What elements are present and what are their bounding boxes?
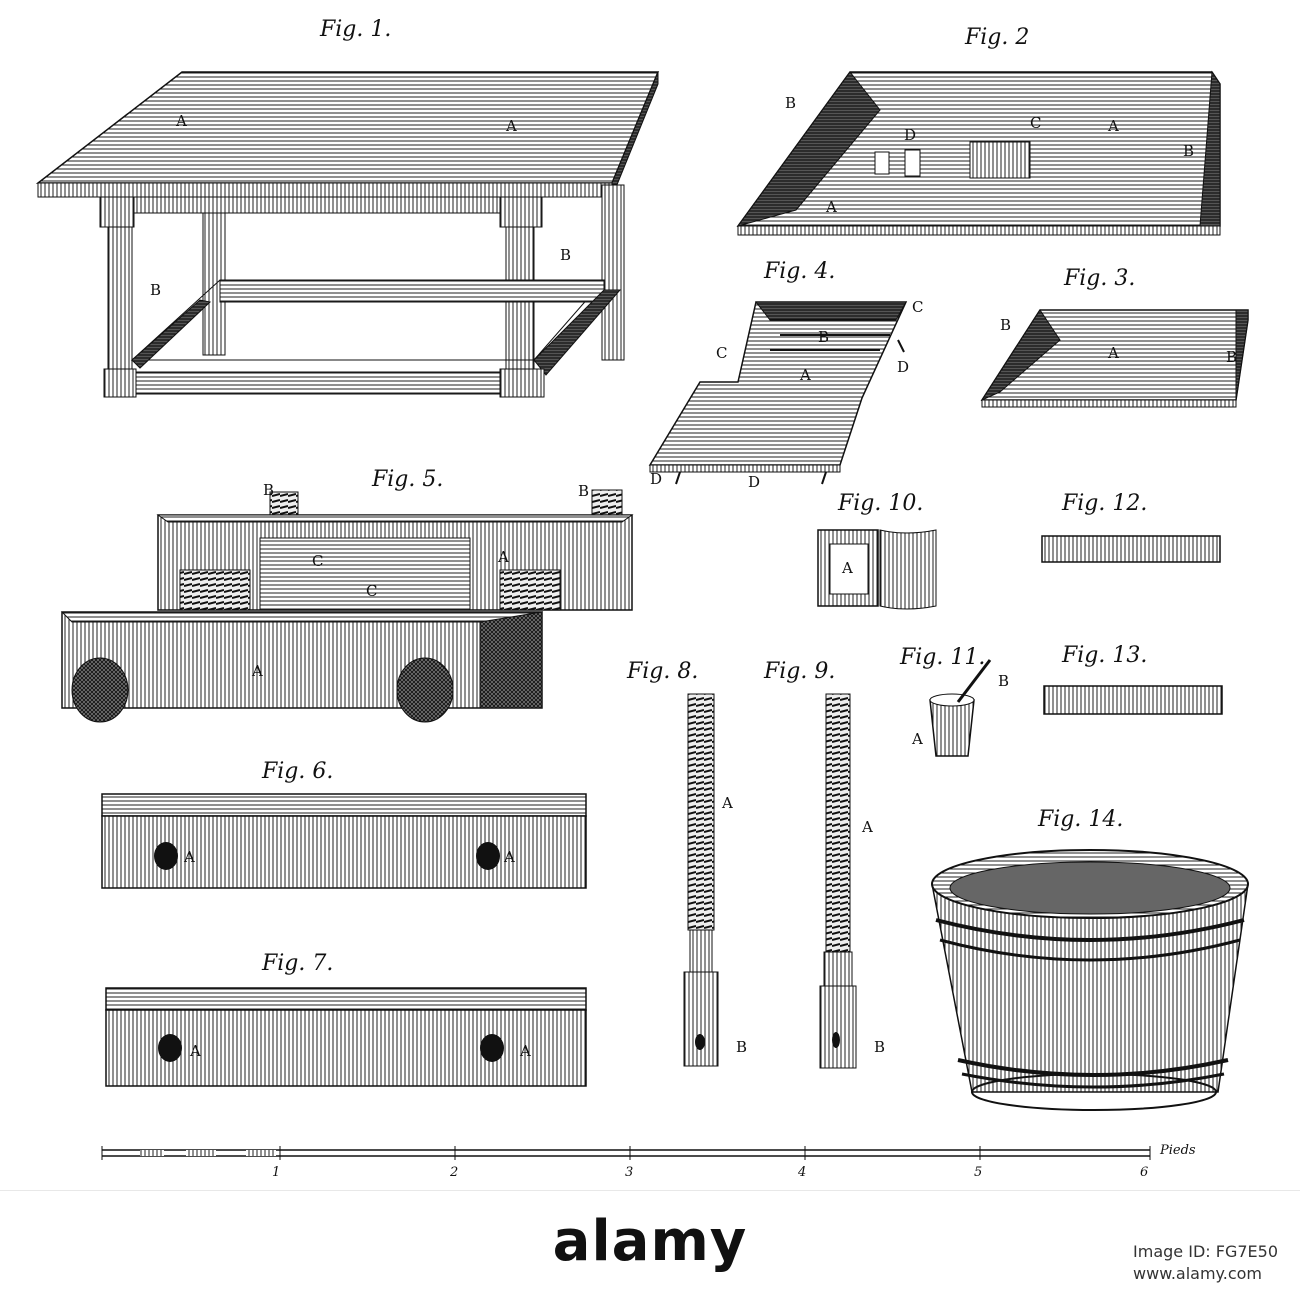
fig13-title: Fig. 13.: [1061, 643, 1147, 668]
fig3-title: Fig. 3.: [1063, 266, 1135, 291]
scale-tick-label: 3: [625, 1165, 633, 1180]
fig9-title: Fig. 9.: [763, 659, 835, 684]
fig5-press: Fig. 5. B B A C C A: [60, 467, 634, 723]
fig4-label: B: [818, 328, 829, 346]
fig4-label: A: [799, 366, 811, 384]
fig10-label: A: [841, 559, 853, 577]
fig2-label: B: [1183, 142, 1194, 160]
fig1-title: Fig. 1.: [319, 17, 391, 42]
fig5-label: A: [497, 548, 509, 566]
fig4-tray: Fig. 4. C C B A D D D: [648, 259, 923, 491]
fig1-label: B: [560, 246, 571, 264]
fig2-title: Fig. 2: [964, 25, 1029, 50]
fig8-screw: Fig. 8. A B: [626, 659, 747, 1067]
watermark-footer: alamy Image ID: FG7E50 www.alamy.com: [0, 1190, 1300, 1292]
fig2-label: B: [785, 94, 796, 112]
fig10-title: Fig. 10.: [837, 491, 923, 516]
fig5-label: A: [251, 662, 263, 680]
fig14-title: Fig. 14.: [1037, 807, 1123, 832]
fig6-label: A: [183, 848, 195, 866]
fig11-label: B: [998, 672, 1009, 690]
scale-tick-label: 5: [974, 1165, 982, 1180]
engraving-plate: Fig. 1. A A B B Fig. 2 B B A A: [35, 17, 1249, 1180]
fig8-label: A: [721, 794, 733, 812]
fig2-tray: Fig. 2 B B A A C D: [736, 25, 1221, 236]
fig4-label: D: [897, 358, 909, 376]
fig8-title: Fig. 8.: [626, 659, 698, 684]
site-url: www.alamy.com: [1133, 1263, 1262, 1283]
fig4-label: D: [650, 470, 662, 488]
fig1-label: A: [175, 112, 187, 130]
fig2-label: A: [1107, 117, 1119, 135]
fig7-title: Fig. 7.: [261, 951, 333, 976]
alamy-logo: alamy: [552, 1209, 748, 1274]
scale-tick-label: 2: [449, 1165, 458, 1180]
fig6-title: Fig. 6.: [261, 759, 333, 784]
fig5-label: B: [578, 482, 589, 500]
fig1-label: B: [150, 281, 161, 299]
fig7-label: A: [189, 1042, 201, 1060]
fig10-block: Fig. 10. A: [817, 491, 937, 610]
fig6-label: A: [503, 848, 515, 866]
fig9-screw: Fig. 9. A B: [763, 659, 885, 1069]
fig1-table: Fig. 1. A A B B: [35, 17, 660, 398]
fig3-label: B: [1000, 316, 1011, 334]
fig8-label: B: [736, 1038, 747, 1056]
scale-tick-label: 4: [797, 1165, 806, 1180]
fig2-label: A: [825, 198, 837, 216]
fig5-label: B: [263, 481, 274, 499]
image-reference: Image ID: FG7E50 www.alamy.com: [1133, 1241, 1278, 1284]
fig12-title: Fig. 12.: [1061, 491, 1147, 516]
fig1-label: A: [505, 117, 517, 135]
fig5-title: Fig. 5.: [371, 467, 443, 492]
scale-bar: 1 2 3 4 5 6 Pieds: [101, 1143, 1196, 1180]
scale-unit-label: Pieds: [1159, 1143, 1196, 1158]
fig5-label: C: [366, 582, 377, 600]
fig7-block: Fig. 7. A A: [105, 951, 587, 1087]
fig3-label: A: [1107, 344, 1119, 362]
fig4-label: C: [716, 344, 727, 362]
fig9-label: A: [861, 818, 873, 836]
fig12-bar: Fig. 12.: [1041, 491, 1221, 563]
fig7-label: A: [519, 1042, 531, 1060]
fig2-label: D: [904, 126, 916, 144]
fig11-cup: Fig. 11. B A: [899, 645, 1009, 757]
scale-tick-label: 6: [1140, 1165, 1148, 1180]
fig4-label: D: [748, 473, 760, 491]
fig4-title: Fig. 4.: [763, 259, 835, 284]
fig2-label: C: [1030, 114, 1041, 132]
fig13-bar: Fig. 13.: [1043, 643, 1223, 715]
fig3-label: B: [1226, 348, 1237, 366]
fig11-label: A: [911, 730, 923, 748]
fig6-block: Fig. 6. A A: [101, 759, 587, 889]
fig4-label: C: [912, 298, 923, 316]
fig5-label: C: [312, 552, 323, 570]
scale-tick-label: 1: [272, 1165, 280, 1180]
fig14-tub: Fig. 14.: [931, 807, 1249, 1111]
fig3-tray: Fig. 3. B A B: [980, 266, 1249, 408]
fig9-label: B: [874, 1038, 885, 1056]
image-id: Image ID: FG7E50: [1133, 1242, 1278, 1261]
fig11-title: Fig. 11.: [899, 645, 985, 670]
